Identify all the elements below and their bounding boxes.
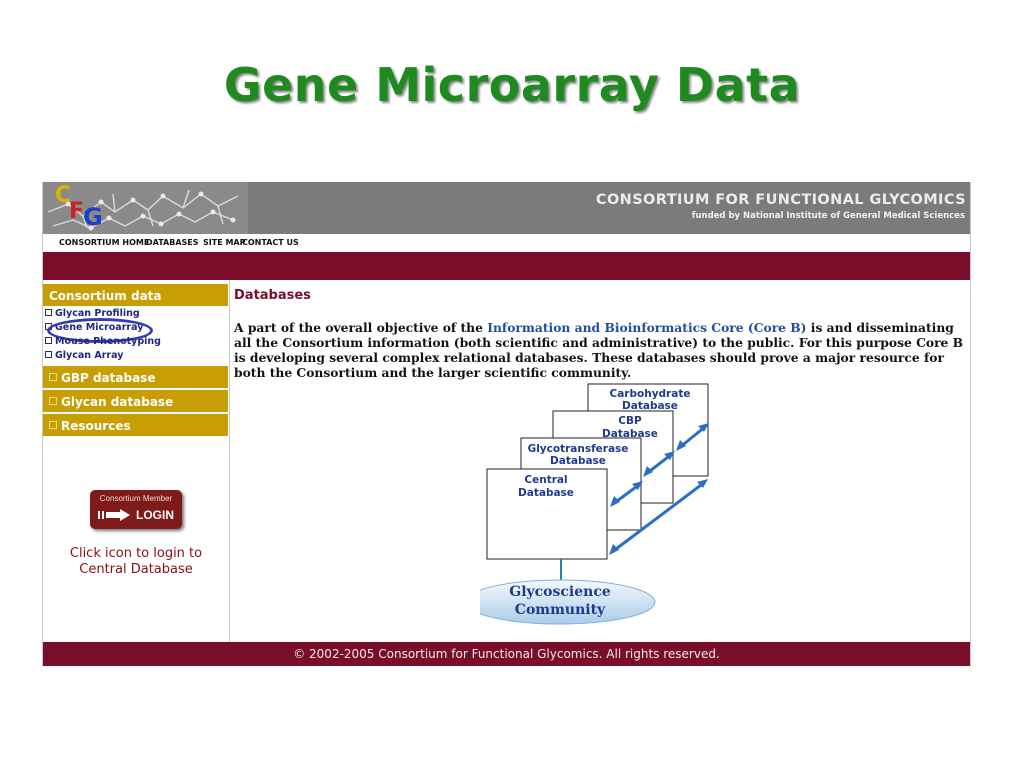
sidebar-link-label: Glycan Array (55, 350, 124, 361)
core-b-link[interactable]: Information and Bioinformatics Core (Cor… (487, 320, 807, 335)
intro-text-a: A part of the overall objective of the (234, 320, 488, 335)
main-content: Databases A part of the overall objectiv… (230, 280, 970, 642)
nav-databases[interactable]: DATABASES (146, 238, 199, 247)
box-label: Database (622, 400, 678, 412)
logo-letter-c: C (55, 183, 72, 208)
sidebar-section-consortium-data[interactable]: Consortium data (43, 284, 228, 306)
highlight-circle (47, 318, 153, 343)
intro-paragraph: A part of the overall objective of the I… (234, 320, 964, 380)
login-instruction-line-2: Central Database (79, 562, 193, 577)
sidebar-section-label: Consortium data (49, 289, 162, 303)
intro-text-b: is and disseminating all the Consortium … (234, 320, 964, 380)
sidebar-section-label: Glycan database (61, 395, 174, 409)
community-label: Community (515, 602, 606, 618)
box-label: Glycotransferase (528, 443, 629, 455)
site-footer: © 2002-2005 Consortium for Functional Gl… (43, 642, 970, 666)
glycoscience-community-ellipse: Glycoscience Community (480, 579, 656, 625)
bullet-square-icon (49, 421, 57, 429)
sidebar-section-glycan-database[interactable]: Glycan database (43, 390, 228, 412)
site-banner: C F G CONSORTIUM FOR FUNCTIONAL GLYCOMIC… (43, 182, 970, 234)
organization-name: CONSORTIUM FOR FUNCTIONAL GLYCOMICS (595, 192, 966, 208)
community-label: Glycoscience (509, 584, 611, 600)
box-label: Central (524, 474, 567, 486)
bullet-square-icon (49, 373, 57, 381)
sidebar-link-label: Mouse Phenotyping (55, 336, 161, 347)
sidebar-section-label: Resources (61, 419, 131, 433)
website-screenshot: C F G CONSORTIUM FOR FUNCTIONAL GLYCOMIC… (42, 182, 971, 666)
bullet-square-icon (45, 309, 52, 316)
sidebar-section-gbp-database[interactable]: GBP database (43, 366, 228, 388)
nav-site-map[interactable]: SITE MAP (203, 238, 246, 247)
sidebar-section-resources[interactable]: Resources (43, 414, 228, 436)
bullet-square-icon (49, 397, 57, 405)
double-arrow-icons (609, 423, 709, 555)
sidebar-section-label: GBP database (61, 371, 156, 385)
logo-letter-g: G (83, 203, 103, 231)
sidebar-link-glycan-array[interactable]: Glycan Array (45, 350, 123, 361)
nav-consortium-home[interactable]: CONSORTIUM HOME (59, 238, 150, 247)
nav-contact-us[interactable]: CONTACT US (242, 238, 299, 247)
page-heading: Databases (234, 288, 311, 303)
top-navigation: CONSORTIUM HOME DATABASES SITE MAP CONTA… (43, 234, 970, 252)
sidebar: Consortium data Glycan Profiling Gene Mi… (43, 280, 230, 642)
login-button-caption: Consortium Member (99, 494, 173, 503)
organization-subtitle: funded by National Institute of General … (691, 211, 965, 221)
arrow-right-icon (98, 509, 130, 521)
box-label: Carbohydrate (610, 388, 691, 400)
database-diagram: Carbohydrate Database CBP Database Glyco… (480, 383, 709, 625)
login-instruction-line-1: Click icon to login to (69, 546, 203, 561)
box-label: Database (550, 455, 606, 467)
sidebar-link-glycan-profiling[interactable]: Glycan Profiling (45, 308, 140, 319)
sidebar-link-label: Glycan Profiling (55, 308, 140, 319)
login-label: LOGIN (136, 508, 174, 522)
member-login-button[interactable]: Consortium Member LOGIN (90, 490, 182, 529)
sidebar-link-mouse-phenotyping[interactable]: Mouse Phenotyping (45, 336, 161, 347)
logo-letter-f: F (69, 199, 85, 224)
slide-title: Gene Microarray Data (223, 58, 801, 112)
login-instruction: Click icon to login to Central Database (43, 546, 229, 578)
box-label: Database (602, 428, 658, 440)
header-divider-bar (43, 252, 970, 280)
glycan-structure-photo (43, 182, 248, 234)
bullet-square-icon (45, 337, 52, 344)
database-box-central: Central Database (486, 468, 608, 560)
box-label: CBP (618, 415, 642, 427)
bullet-square-icon (45, 351, 52, 358)
box-label: Database (518, 487, 574, 499)
